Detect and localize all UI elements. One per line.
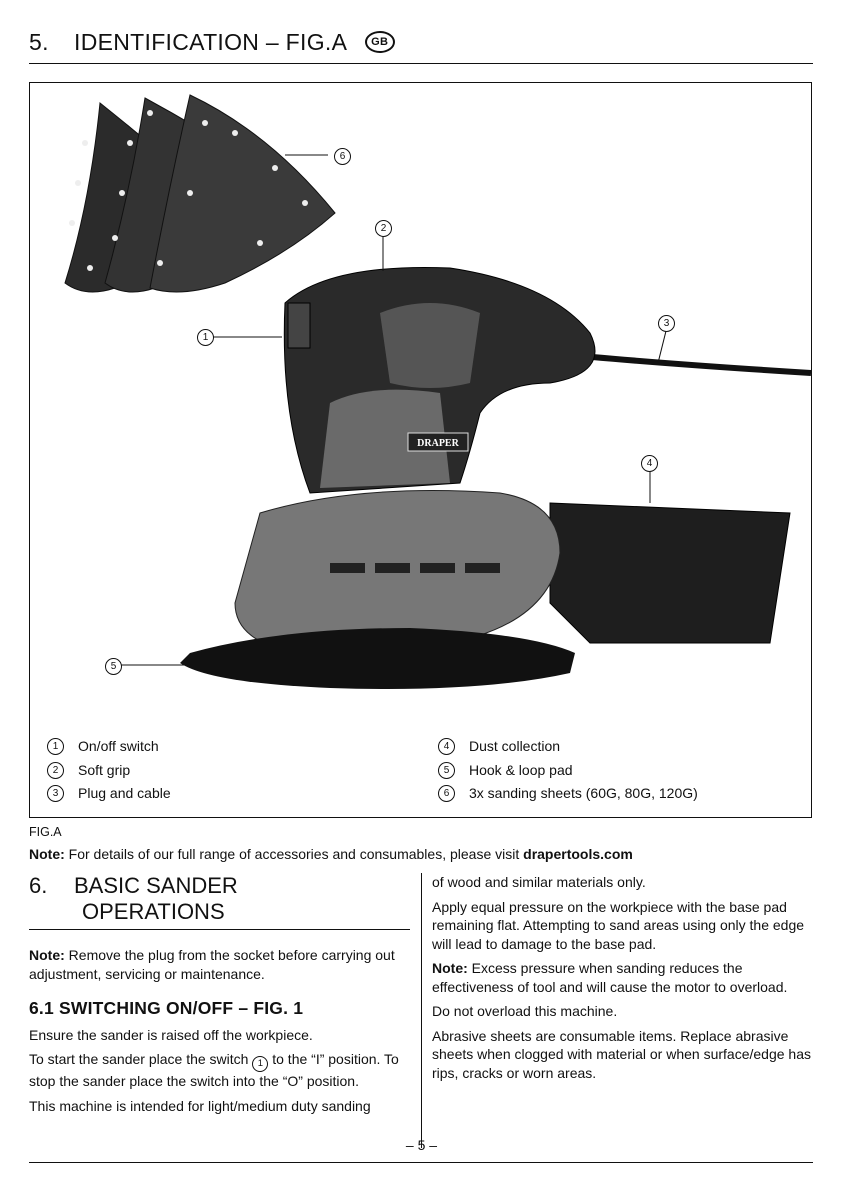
paragraph: Abrasive sheets are consumable items. Re… [432,1027,811,1081]
legend-label: On/off switch [78,738,159,754]
maintenance-note: Note: Remove the plug from the socket be… [29,946,411,983]
sanding-sheets [64,94,336,293]
legend-label: Dust collection [469,738,561,754]
text: to the “I” position. To stop the sander … [29,1051,399,1089]
note-label: Note: [29,846,65,862]
legend-number: 2 [47,761,64,779]
note-label: Note: [29,947,65,963]
legend-label: Hook & loop pad [469,761,573,778]
right-column: of wood and similar materials only. Appl… [432,873,814,1088]
sander-illustration: DRAPER [64,94,811,689]
legend-number: 3 [47,785,64,803]
brand-label: DRAPER [417,438,459,449]
ref-circle: 1 [252,1056,269,1072]
accessories-note: Note: For details of our full range of a… [29,846,633,862]
paragraph: Ensure the sander is raised off the work… [29,1026,313,1043]
left-column: Note: Remove the plug from the socket be… [29,946,411,1121]
legend-item: 3 Plug and cable [47,782,171,806]
brand-plate [407,432,469,452]
paragraph: Apply equal pressure on the workpiece wi… [432,898,805,952]
legend-number: 6 [438,785,455,803]
legend-item: 2 Soft grip [47,759,171,783]
text: To start the sander place the switch [29,1051,249,1067]
paragraph: of wood and similar materials only. [432,874,646,890]
callout-5: 5 [105,658,122,675]
legend-label: Soft grip [78,761,131,778]
callout-6: 6 [334,148,351,165]
callout-1: 1 [197,329,214,346]
legend-right: 4 Dust collection 5 Hook & loop pad 6 3x sa… [438,735,698,806]
legend-item: 6 3x sanding sheets (60G, 80G, 120G) [438,782,698,806]
section-6-title-line1: BASIC SANDER [74,873,238,898]
section-title: IDENTIFICATION – FIG.A [74,29,346,55]
legend-left: 1 On/off switch 2 Soft grip 3 Plug and cabl… [47,735,171,806]
legend-number: 5 [438,761,455,779]
note-text: Remove the plug from the socket before c… [29,947,395,982]
switch-instructions: To start the sander place the switch 1 t… [29,1050,411,1091]
website-link[interactable]: drapertools.com [523,846,633,862]
section-6-title-line2: OPERATIONS [82,899,225,924]
bottom-rule [29,1162,813,1163]
section-6-number: 6. [29,873,48,898]
section-6-heading: 6. BASIC SANDER OPERATIONS [29,873,238,925]
legend-item: 5 Hook & loop pad [438,759,698,783]
callout-4: 4 [641,455,658,472]
pressure-note: Note: Excess pressure when sanding reduc… [432,959,814,996]
switch-graphic [287,302,311,349]
top-rule [29,63,813,64]
dust-collection-box [549,502,791,644]
section-number: 5. [29,29,49,55]
legend-number: 4 [438,738,455,756]
legend-item: 1 On/off switch [47,735,171,759]
note-text: Excess pressure when sanding reduces the… [432,960,788,995]
note-text: For details of our full range of accesso… [68,846,520,862]
note-label: Note: [432,960,468,976]
paragraph: This machine is intended for light/mediu… [29,1097,371,1114]
paragraph: Do not overload this machine. [432,1003,618,1019]
column-divider [421,873,422,1148]
page-heading: 5. IDENTIFICATION – FIG.A GB [29,29,395,56]
legend-number: 1 [47,738,64,756]
legend-label: 3x sanding sheets (60G, 80G, 120G) [469,785,698,801]
callout-2: 2 [375,220,392,237]
legend-item: 4 Dust collection [438,735,698,759]
hook-loop-pad [180,628,575,689]
section-rule [29,929,410,930]
subsection-6-1-title: 6.1 SWITCHING ON/OFF – FIG. 1 [29,998,304,1018]
gb-badge: GB [364,30,395,53]
page-number: – 5 – [405,1137,438,1153]
figure-caption: FIG.A [29,825,62,839]
callout-3: 3 [658,315,675,332]
legend-label: Plug and cable [78,785,171,801]
